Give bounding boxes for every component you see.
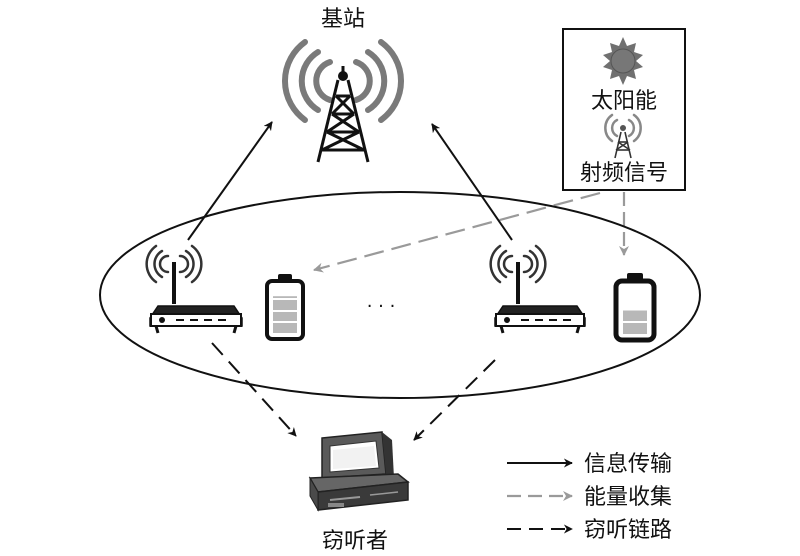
- legend-label-eavesdrop: 窃听链路: [584, 518, 672, 543]
- energy-harvest-arrows: [313, 191, 629, 273]
- base-station: 基站: [281, 7, 405, 163]
- eavesdropper-computer-icon: [308, 431, 410, 512]
- right-node: [489, 244, 657, 343]
- legend-label-energy: 能量收集: [584, 485, 672, 510]
- legend-item-eavesdrop: 窃听链路: [507, 518, 672, 543]
- device-cluster-ellipse: [99, 191, 701, 399]
- radio-tower-icon: [281, 39, 405, 163]
- legend-item-energy: 能量收集: [507, 485, 672, 510]
- sun-icon: [603, 37, 643, 85]
- legend-item-info: 信息传输: [507, 452, 672, 477]
- energy-arrow-left: [313, 191, 601, 273]
- battery-icon-left: [265, 274, 305, 341]
- info-arrow-right: [431, 123, 513, 241]
- more-nodes-ellipsis: · · ·: [367, 296, 396, 317]
- info-transmission-arrows: [187, 121, 513, 241]
- battery-icon-right: [613, 273, 657, 343]
- left-node: [145, 244, 305, 341]
- solar-label: 太阳能: [591, 89, 657, 114]
- wireless-router-icon: [145, 244, 243, 334]
- eavesdrop-arrow-right: [413, 359, 496, 441]
- energy-source-box: 太阳能 射频信号: [562, 28, 686, 191]
- info-arrow-left: [187, 121, 273, 241]
- base-station-label: 基站: [321, 7, 365, 32]
- eavesdropper-label: 窃听者: [322, 529, 388, 554]
- eavesdrop-arrow-left: [211, 342, 297, 437]
- legend-label-info: 信息传输: [584, 452, 672, 477]
- wireless-router-icon: [489, 244, 586, 334]
- eavesdrop-links: [211, 342, 496, 441]
- rf-tower-icon: [604, 113, 642, 159]
- rf-signal-label: 射频信号: [580, 161, 668, 186]
- legend: 信息传输 能量收集 窃听链路: [507, 452, 672, 543]
